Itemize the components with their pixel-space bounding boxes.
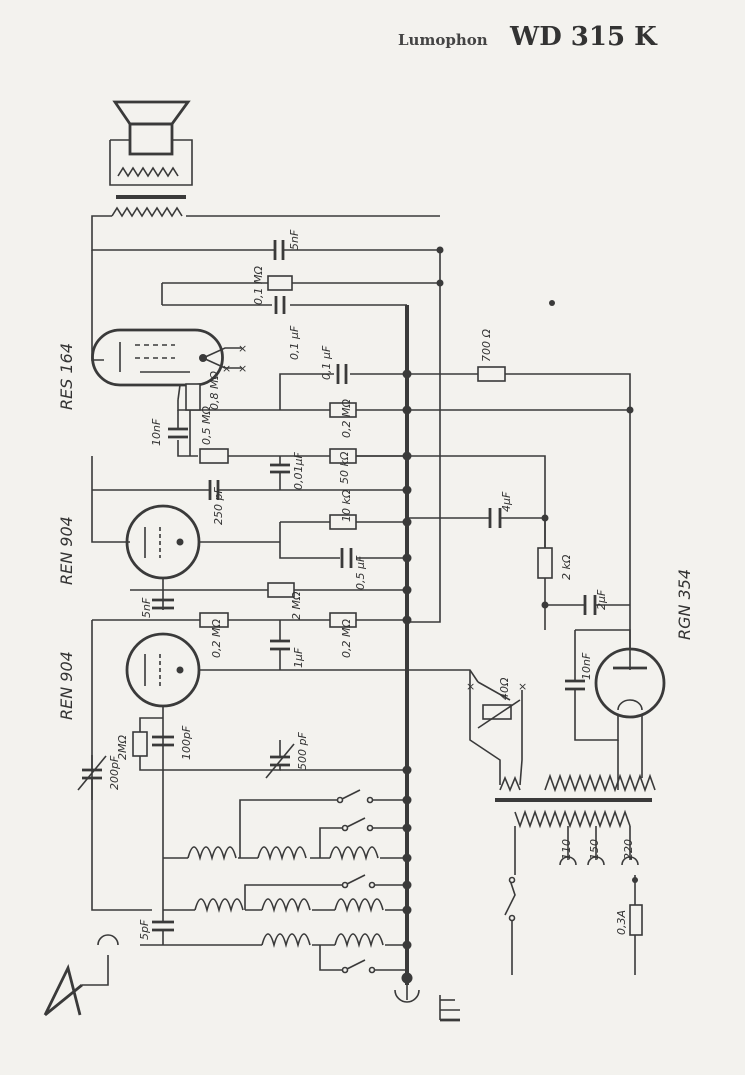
heater-x-mark-1: × <box>238 342 247 355</box>
scan-speck <box>549 300 555 306</box>
capacitor-01uf-b <box>334 364 350 384</box>
resistor-700 <box>477 366 506 382</box>
potentiometer-40ohm <box>482 704 512 720</box>
output-transformer-primary <box>111 206 183 218</box>
resistor-01m <box>267 275 293 291</box>
potentiometer-wiper <box>477 699 521 729</box>
c-10nf-b-label: 10nF <box>580 652 593 680</box>
capacitor-5nf-top <box>273 238 285 262</box>
resistor-02m-a <box>329 402 357 418</box>
transformer-secondary <box>544 773 656 793</box>
model-label: WD 315 K <box>509 22 658 52</box>
tap-110-label: 110 <box>560 839 573 860</box>
c-10nf-label: 10nF <box>150 418 163 446</box>
pot-x-mark-1: × <box>466 680 475 693</box>
resistor-10k <box>329 514 357 530</box>
capacitor-001uf <box>270 463 290 474</box>
tap-150-label: 150 <box>588 839 601 860</box>
capacitor-10nf-b <box>565 679 585 691</box>
tube-ren904-rf-label: REN 904 <box>57 651 76 720</box>
r-05m-label: 0,5 MΩ <box>200 406 213 445</box>
capacitor-1uf <box>270 639 290 651</box>
capacitor-5nf-mid <box>152 598 174 610</box>
c-100pf-label: 100pF <box>180 725 193 760</box>
resistor-2k <box>537 547 553 579</box>
antenna-icon <box>43 963 83 1017</box>
transformer-primary <box>514 809 631 829</box>
mains-switch <box>508 876 516 922</box>
capacitor-05uf <box>340 548 353 568</box>
r-01m-label: 0,1 MΩ <box>252 266 265 305</box>
c-1uf-label: 1µF <box>292 647 305 668</box>
r-2m-label: 2 MΩ <box>290 591 303 620</box>
c-200pf-label: 200pF <box>108 755 121 790</box>
r-700-label: 700 Ω <box>480 329 493 362</box>
tap-220-label: 220 <box>622 839 635 860</box>
c-05uf-label: 0,5 µF <box>354 555 367 590</box>
capacitor-200pf-variable <box>77 755 107 791</box>
earth-connector <box>394 985 420 1003</box>
resistor-2m <box>267 582 295 598</box>
c-5nf-top-label: 5nF <box>288 229 301 250</box>
tube-ren904-rf <box>125 632 201 708</box>
heater-x-mark-3: × <box>222 362 231 375</box>
pot-x-mark-2: × <box>518 680 527 693</box>
capacitor-250pf <box>208 480 220 500</box>
tube-rgn354-label: RGN 354 <box>675 569 694 640</box>
r-02m-b-label: 0,2 MΩ <box>210 619 223 658</box>
r-02m-a-label: 0,2 MΩ <box>340 399 353 438</box>
bus-junctions <box>401 246 634 984</box>
capacitor-5pf <box>152 920 174 932</box>
tube-res164-label: RES 164 <box>57 343 76 410</box>
earth-ground-icon <box>439 995 460 1022</box>
r-02m-c-label: 0,2 MΩ <box>340 619 353 658</box>
c-4uf-label: 4µF <box>500 491 513 512</box>
capacitor-01uf-a <box>274 296 286 314</box>
r-08m-label: 0,8 MΩ <box>208 371 221 410</box>
capacitor-10nf <box>168 427 188 439</box>
c-2uf-label: 2µF <box>595 589 608 610</box>
resistor-08m <box>185 383 201 411</box>
fuse <box>629 904 643 936</box>
r-2k-label: 2 kΩ <box>560 554 573 580</box>
tube-res164 <box>91 328 224 401</box>
c-01uf-b-label: 0,1 µF <box>320 345 333 380</box>
capacitor-500pf-variable <box>265 743 295 779</box>
loudspeaker-icon <box>109 100 193 186</box>
c-250pf-label: 250 pF <box>212 487 225 525</box>
c-5pf-label: 5pF <box>138 919 151 940</box>
capacitor-100pf <box>152 735 174 747</box>
brand-label: Lumophon <box>398 31 488 49</box>
c-001uf-label: 0,01µF <box>292 452 305 490</box>
resistor-02m-b <box>199 612 229 628</box>
tube-ren904-detector-label: REN 904 <box>57 516 76 585</box>
capacitor-2uf <box>583 595 597 615</box>
r-2m-grid-label: 2MΩ <box>116 735 129 760</box>
resistor-2m-grid <box>132 731 148 757</box>
c-5nf-mid-label: 5nF <box>140 597 153 618</box>
c-01uf-a-label: 0,1 µF <box>288 325 301 360</box>
fuse-label: 0,3A <box>615 910 628 935</box>
c-500pf-label: 500 pF <box>296 732 309 770</box>
r-50k-label: 50 kΩ <box>338 451 351 484</box>
resistor-02m-c <box>329 612 357 628</box>
coil-switch-bank <box>162 770 407 974</box>
r-40-label: 40Ω <box>498 677 511 700</box>
antenna-socket <box>82 934 119 986</box>
capacitor-4uf <box>488 508 502 528</box>
voltage-taps <box>559 826 639 866</box>
resistor-05m <box>199 448 229 464</box>
tube-ren904-detector <box>125 504 201 580</box>
r-10k-label: 10 kΩ <box>340 489 353 522</box>
heater-x-mark-2: × <box>238 362 247 375</box>
